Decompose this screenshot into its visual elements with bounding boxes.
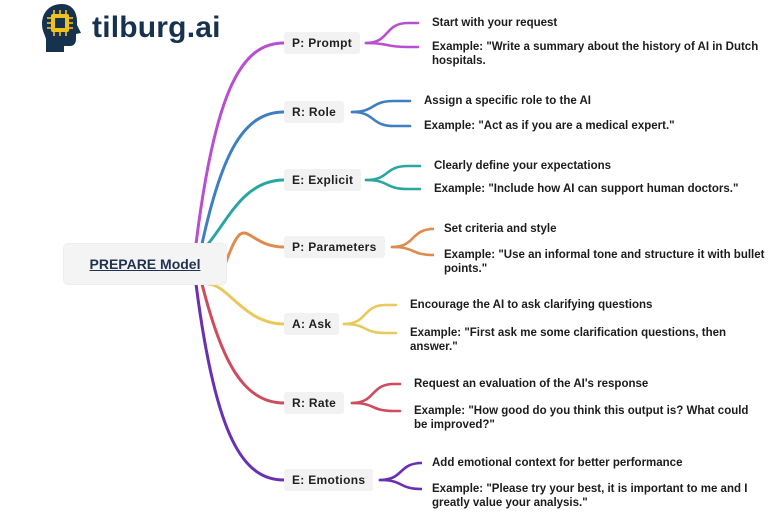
branch-connector [194, 282, 286, 482]
branch-connector [206, 178, 286, 246]
detail-connector [364, 21, 420, 45]
branch-node: E: Explicit [284, 169, 362, 191]
branch-node: R: Rate [284, 392, 345, 414]
branch-node: P: Prompt [284, 32, 361, 54]
detail-instruction: Encourage the AI to ask clarifying quest… [410, 299, 653, 311]
branch-node: P: Parameters [284, 236, 385, 258]
detail-connector [364, 178, 422, 191]
detail-connector [342, 322, 398, 335]
detail-connector [390, 227, 435, 249]
logo: tilburg.ai [40, 2, 221, 54]
detail-example: Example: "How good do you think this out… [414, 405, 749, 431]
root-node: PREPARE Model [64, 244, 226, 284]
branch-connector [194, 41, 286, 246]
branch-node: R: Role [284, 101, 345, 123]
detail-connector [350, 382, 402, 405]
detail-instruction: Assign a specific role to the AI [424, 95, 592, 107]
branch-connector [200, 110, 286, 246]
detail-connector [378, 478, 423, 491]
detail-connector [350, 99, 412, 114]
detail-example: Example: "Act as if you are a medical ex… [424, 120, 675, 132]
detail-example: Example: "First ask me some clarificatio… [410, 327, 727, 353]
detail-connector [390, 245, 435, 257]
detail-connector [350, 401, 402, 413]
branch-connector [200, 282, 286, 405]
detail-example: Example: "Include how AI can support hum… [434, 183, 739, 195]
detail-example: Example: "Write a summary about the hist… [432, 41, 759, 67]
detail-connector [364, 41, 420, 49]
detail-connector [378, 461, 423, 482]
head-chip-icon [42, 4, 81, 52]
branch-node: A: Ask [284, 313, 340, 335]
detail-instruction: Clearly define your expectations [434, 160, 612, 172]
detail-instruction: Add emotional context for better perform… [432, 457, 683, 469]
branch-connector [224, 231, 286, 264]
logo-text: tilburg.ai [92, 11, 221, 44]
detail-connector [342, 303, 398, 326]
detail-instruction: Request an evaluation of the AI's respon… [414, 378, 649, 390]
detail-instruction: Set criteria and style [444, 223, 557, 235]
detail-example: Example: "Use an informal tone and struc… [444, 249, 765, 275]
branch-connector [206, 282, 286, 326]
detail-connector [364, 164, 422, 182]
detail-connector [350, 110, 412, 128]
branch-node: E: Emotions [284, 469, 374, 491]
detail-example: Example: "Please try your best, it is im… [432, 483, 748, 509]
detail-instruction: Start with your request [432, 17, 558, 29]
